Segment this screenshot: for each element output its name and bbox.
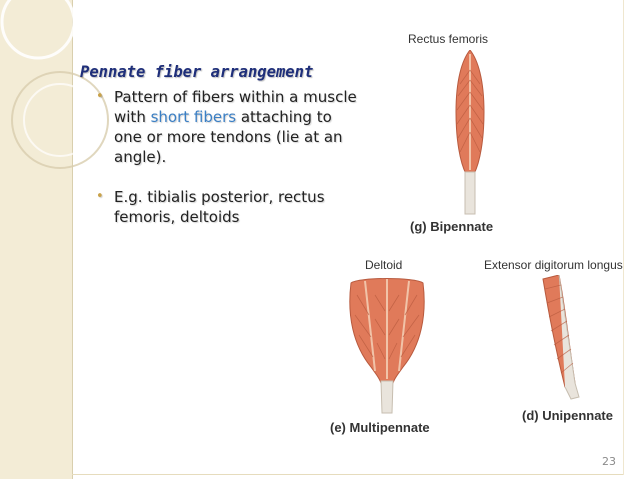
- slide-heading: Pennate fiber arrangement: [80, 63, 314, 81]
- label-extensor-digitorum-longus: Extensor digitorum longus: [484, 258, 623, 272]
- bottom-rule: [72, 474, 624, 475]
- label-deltoid: Deltoid: [365, 258, 403, 272]
- bullet-item-examples: • E.g. tibialis posterior, rectus femori…: [92, 187, 362, 227]
- bullet-text-end: attaching to one or more tendons (lie at…: [114, 108, 343, 166]
- multipennate-muscle-illustration: [349, 278, 425, 414]
- bullet-dot-icon: •: [96, 189, 104, 204]
- bullet-list: • Pattern of fibers within a muscle with…: [92, 87, 362, 227]
- bipennate-muscle-illustration: [455, 50, 485, 215]
- page-number: 23: [602, 455, 616, 468]
- bullet-text: E.g. tibialis posterior, rectus femoris,…: [114, 188, 325, 226]
- bullet-item-definition: • Pattern of fibers within a muscle with…: [92, 87, 362, 167]
- label-rectus-femoris: Rectus femoris: [408, 32, 489, 46]
- bullet-dot-icon: •: [96, 89, 104, 104]
- caption-multipennate: (e) Multipennate: [330, 420, 430, 435]
- bullet-text-start: Pattern of fibers within a muscle with: [114, 88, 357, 126]
- highlight-term: short fibers: [150, 108, 237, 126]
- decorative-circles: [0, 0, 109, 169]
- caption-unipennate: (d) Unipennate: [522, 408, 613, 423]
- caption-bipennate: (g) Bipennate: [410, 219, 494, 234]
- right-rule: [623, 0, 624, 475]
- band-divider: [72, 0, 73, 479]
- unipennate-muscle-illustration: [542, 275, 580, 400]
- left-decorative-band: [0, 0, 72, 479]
